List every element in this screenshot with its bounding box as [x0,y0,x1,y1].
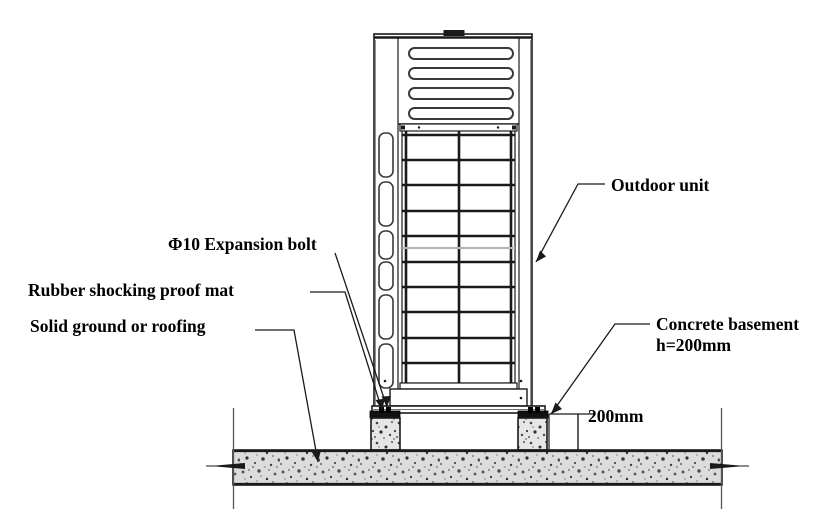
concrete-basement-pad [370,417,548,451]
label-concrete-basement-line1: Concrete basement [656,314,800,334]
leader-outdoor-unit [535,183,605,263]
label-solid-ground-or-roofing: Solid ground or roofing [30,316,206,336]
leader-concrete-basement [550,323,650,415]
label-rubber-shocking-proof-mat: Rubber shocking proof mat [28,280,234,300]
unit-base-rail [371,405,546,414]
coil-grille [399,123,518,384]
label-concrete-basement-line2: h=200mm [656,334,732,355]
label-outdoor-unit: Outdoor unit [611,175,710,195]
leader-rubber-mat [310,291,385,411]
label-dimension-200mm: 200mm [588,406,644,426]
dimension-200mm [548,413,595,452]
top-louver-slots [408,47,514,120]
unit-lower-panel [383,379,528,407]
solid-ground-slab [206,408,749,509]
side-panel-vent-slots [378,132,394,389]
label-expansion-bolt: Φ10 Expansion bolt [168,234,317,254]
leader-solid-ground [255,329,321,463]
